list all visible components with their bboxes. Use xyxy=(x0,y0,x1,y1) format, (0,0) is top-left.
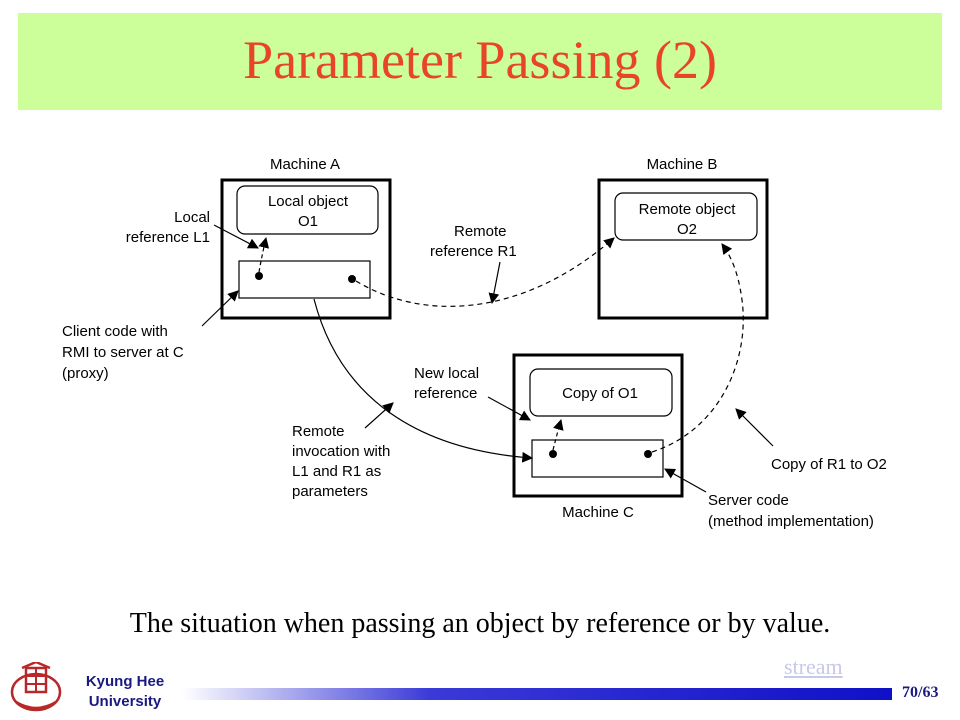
local-ref-label-1: Local xyxy=(174,209,210,226)
copied-remote-ref-dot xyxy=(644,450,652,458)
client-code-label-arrow xyxy=(201,290,239,327)
machine-a-label: Machine A xyxy=(270,156,340,173)
slide-title: Parameter Passing (2) xyxy=(243,30,717,90)
machine-c-label: Machine C xyxy=(562,504,634,521)
remote-ref-label-2: reference R1 xyxy=(430,243,517,260)
server-code-label-1: Server code xyxy=(708,492,789,509)
local-object-o1-id: O1 xyxy=(298,213,318,230)
local-ref-label-arrow xyxy=(213,224,259,249)
remote-ref-label-1: Remote xyxy=(454,223,507,240)
remote-inv-label-2: invocation with xyxy=(292,443,390,460)
new-local-label-2: reference xyxy=(414,385,477,402)
stream-link[interactable]: stream xyxy=(784,654,843,679)
title-bar: Parameter Passing (2) xyxy=(18,13,942,110)
remote-ref-label-arrow xyxy=(488,261,501,305)
slide-caption: The situation when passing an object by … xyxy=(129,608,831,639)
remote-inv-label-4: parameters xyxy=(292,483,368,500)
server-code-label-arrow xyxy=(664,468,707,493)
remote-object-o2-box xyxy=(614,192,758,241)
remote-inv-label-3: L1 and R1 as xyxy=(292,463,381,480)
remote-object-o2-label: Remote object xyxy=(639,201,737,218)
local-ref-label-2: reference L1 xyxy=(126,229,210,246)
local-object-o1-label: Local object xyxy=(268,193,349,210)
server-code-label-2: (method implementation) xyxy=(708,513,874,530)
page-number: 70/63 xyxy=(902,684,939,701)
remote-inv-label-arrow xyxy=(364,402,394,429)
new-local-label-1: New local xyxy=(414,365,479,382)
client-code-label-2: RMI to server at C xyxy=(62,344,184,361)
university-logo-icon xyxy=(10,662,62,712)
local-ref-dot xyxy=(255,272,263,280)
new-local-label-arrow xyxy=(487,396,531,421)
local-ref-pointer xyxy=(258,236,270,273)
new-local-ref-pointer xyxy=(552,418,564,451)
university-name-line1: Kyung Hee xyxy=(85,673,165,690)
copy-of-o1-box xyxy=(529,368,673,417)
machine-b-label: Machine B xyxy=(647,156,718,173)
remote-object-o2-id: O2 xyxy=(677,221,697,238)
copy-of-o1-label: Copy of O1 xyxy=(562,385,638,402)
client-code-label-3: (proxy) xyxy=(62,365,109,382)
local-object-o1-box xyxy=(236,185,379,235)
university-name-line2: University xyxy=(88,693,162,710)
client-code-label-1: Client code with xyxy=(62,323,168,340)
copy-r1-label-arrow xyxy=(735,408,774,447)
copy-r1-label: Copy of R1 to O2 xyxy=(771,456,887,473)
remote-inv-label-1: Remote xyxy=(292,423,345,440)
remote-ref-dot xyxy=(348,275,356,283)
footer-bar xyxy=(182,688,892,700)
remote-ref-r1-arrow xyxy=(355,237,615,307)
university-name: Kyung Hee University xyxy=(70,672,180,712)
new-local-ref-dot xyxy=(549,450,557,458)
server-code-box xyxy=(531,439,664,478)
copy-r1-to-o2-arrow xyxy=(651,243,744,453)
